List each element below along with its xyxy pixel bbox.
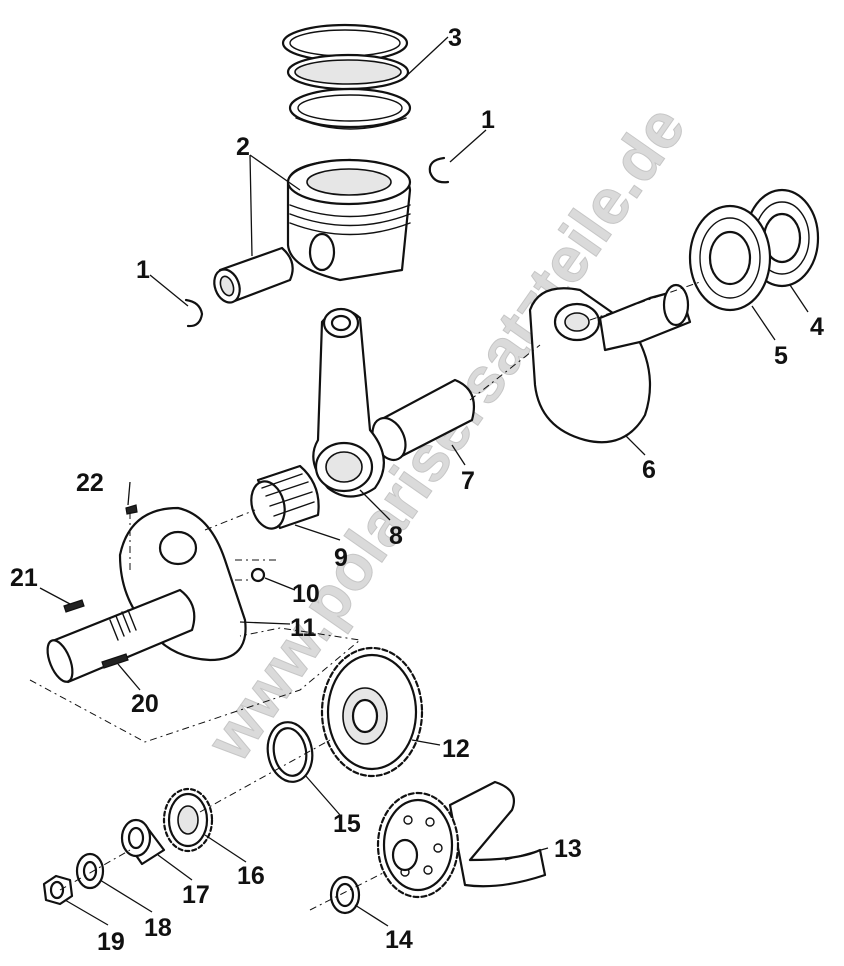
piston [286,158,412,282]
callout-16: 16 [237,862,265,890]
callout-5: 5 [774,342,788,370]
pin-22 [125,504,138,515]
callout-12: 12 [442,735,470,763]
callout-21: 21 [10,564,38,592]
callout-19: 19 [97,928,125,956]
alignment-lines [29,281,701,911]
callout-6: 6 [642,456,656,484]
callout-10: 10 [292,580,320,608]
callout-15: 15 [333,810,361,838]
dowel-ball-10 [250,567,266,583]
drive-sprocket [162,787,214,853]
washer-14 [329,875,361,915]
piston-rings [281,23,412,130]
collar-17 [120,818,166,866]
callout-22: 22 [76,469,104,497]
balance-shaft [376,780,547,899]
callout-9: 9 [334,544,348,572]
crankshaft-half-left [46,506,247,684]
nut-19 [42,874,74,906]
callout-3: 3 [448,24,462,52]
callout-13: 13 [554,835,582,863]
callout-11: 11 [290,614,317,642]
thrust-shim [266,721,314,783]
main-bearing-inner [688,204,772,312]
balancer-gear [320,646,424,778]
callout-20: 20 [131,690,159,718]
pin-21 [63,599,85,613]
pin-20 [101,653,129,669]
callout-14: 14 [385,926,413,954]
callout-8: 8 [389,522,403,550]
main-bearing-outer [744,188,820,288]
callout-2: 2 [236,133,250,161]
callout-7: 7 [461,467,475,495]
crankshaft-half-right [528,283,692,444]
washer-18 [75,852,105,890]
callout-4: 4 [810,313,824,341]
needle-bearing [250,464,320,530]
piston-pin [213,246,294,304]
callout-1-circlip-right: 1 [481,106,495,134]
callout-17: 17 [182,881,210,909]
leader-lines [39,36,809,927]
circlip-left [184,298,204,328]
callout-1-circlip-left: 1 [136,256,150,284]
callout-18: 18 [144,914,172,942]
connecting-rod [312,307,385,498]
circlip-right [428,156,450,184]
